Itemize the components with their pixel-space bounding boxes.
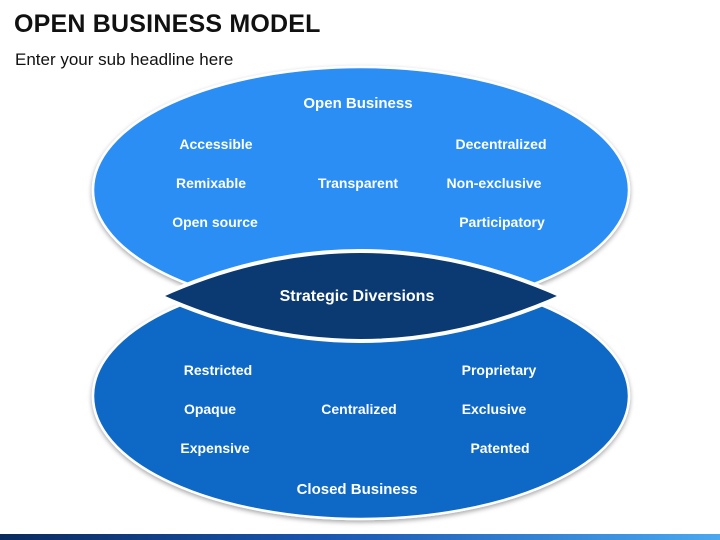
closed-business-title: Closed Business <box>297 481 418 498</box>
closed-item-opaque: Opaque <box>184 401 236 417</box>
open-item-transparent: Transparent <box>318 175 398 191</box>
closed-item-centralized: Centralized <box>321 401 396 417</box>
open-item-open-source: Open source <box>172 214 258 230</box>
closed-item-expensive: Expensive <box>180 440 249 456</box>
open-business-title: Open Business <box>303 95 412 112</box>
footer-accent-bar <box>0 534 720 540</box>
open-item-accessible: Accessible <box>179 136 252 152</box>
open-item-participatory: Participatory <box>459 214 545 230</box>
strategic-diversions-lens <box>158 249 564 343</box>
closed-item-exclusive: Exclusive <box>462 401 527 417</box>
closed-item-proprietary: Proprietary <box>462 362 537 378</box>
page-title: OPEN BUSINESS MODEL <box>14 10 321 38</box>
open-item-remixable: Remixable <box>176 175 246 191</box>
strategic-diversions-label: Strategic Diversions <box>280 288 435 305</box>
open-item-non-exclusive: Non-exclusive <box>447 175 542 191</box>
closed-item-restricted: Restricted <box>184 362 252 378</box>
closed-item-patented: Patented <box>470 440 529 456</box>
open-item-decentralized: Decentralized <box>455 136 546 152</box>
page-subtitle: Enter your sub headline here <box>15 50 234 69</box>
